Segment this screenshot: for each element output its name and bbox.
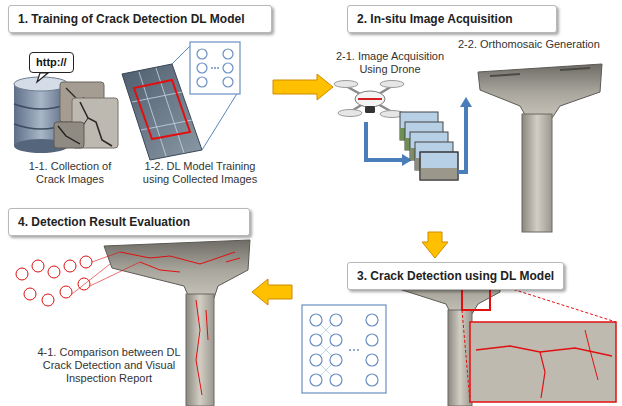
step-caption: 2-1. Image Acquisition Using Drone — [328, 50, 452, 76]
flow-block-arrow — [273, 74, 333, 100]
flow-arrow — [458, 106, 466, 172]
flow-block-arrow — [252, 279, 292, 305]
training-illustration — [122, 42, 240, 160]
stage-header: 4. Detection Result Evaluation — [8, 208, 250, 236]
stage-header: 1. Training of Crack Detection DL Model — [8, 5, 272, 33]
url-bubble: http:// — [29, 52, 74, 73]
flow-arrow — [366, 122, 404, 160]
image-stack — [400, 112, 458, 180]
evaluation-pier — [16, 240, 250, 406]
step-caption: 2-2. Orthomosaic Generation — [458, 38, 600, 51]
stage-region: 3. Crack Detection using DL Model — [292, 258, 620, 406]
orthomosaic-pier — [478, 64, 602, 232]
url-text: http:// — [36, 56, 67, 69]
stage-header: 2. In-situ Image Acquisition — [347, 5, 557, 33]
neural-network — [302, 305, 386, 393]
step-caption: 1-2. DL Model Training using Collected I… — [130, 160, 270, 186]
step-caption: 1-1. Collection of Crack Images — [14, 160, 126, 186]
crack-photos — [54, 82, 118, 148]
bubble-tail — [37, 73, 48, 82]
flow-block-arrow — [422, 232, 448, 258]
flow-arrowhead — [460, 97, 472, 107]
drone-icon — [334, 81, 404, 118]
step-caption: 4-1. Comparison between DL Crack Detecti… — [36, 346, 182, 385]
stage-header: 3. Crack Detection using DL Model — [347, 262, 564, 290]
stage-region: 2. In-situ Image Acquisition — [333, 3, 620, 232]
